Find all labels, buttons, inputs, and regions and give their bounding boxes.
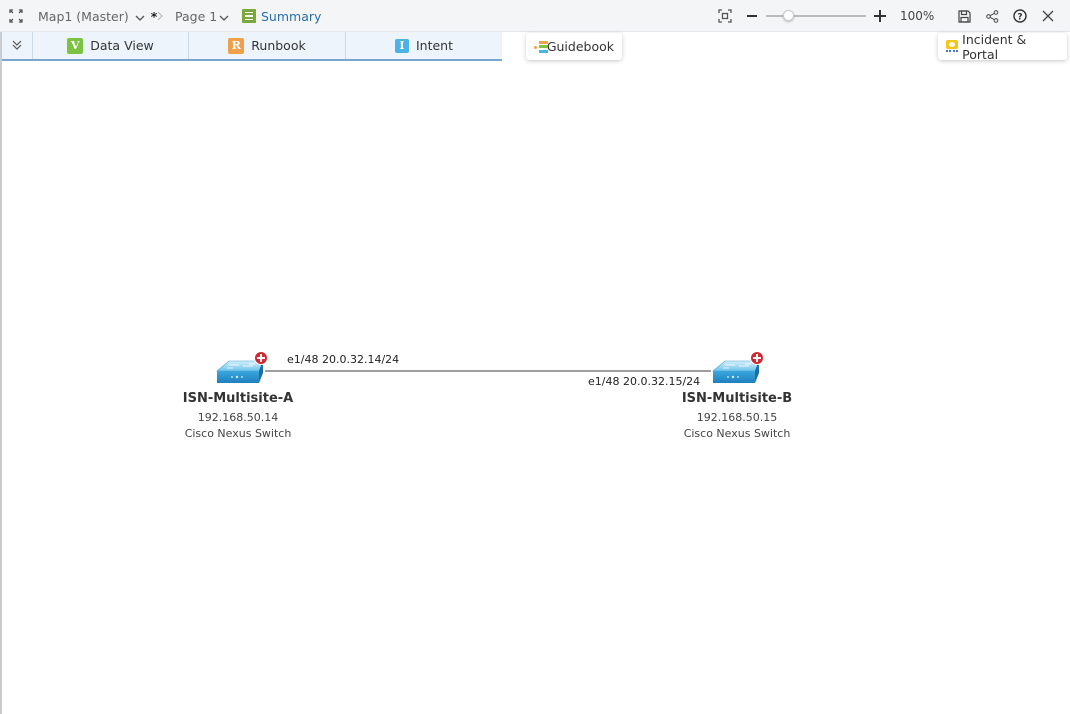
node-b-ip: 192.168.50.15 <box>696 411 778 424</box>
modified-marker: * <box>150 8 158 24</box>
guidebook-icon <box>534 40 548 53</box>
page-selector[interactable]: Page 1 <box>175 0 229 32</box>
guidebook-button[interactable]: Guidebook <box>526 33 622 60</box>
save-icon[interactable] <box>956 8 972 24</box>
chevron-down-icon <box>135 9 145 24</box>
map-title: Map1 (Master) <box>38 8 129 24</box>
node-a-type: Cisco Nexus Switch <box>184 427 292 440</box>
node-a-label: ISN-Multisite-A 192.168.50.14 Cisco Nexu… <box>181 391 295 440</box>
tab-intent[interactable]: I Intent <box>346 32 502 59</box>
data-view-icon: V <box>67 37 84 54</box>
link-label-a[interactable]: e1/48 20.0.32.14/24 <box>287 353 400 366</box>
guidebook-label: Guidebook <box>546 39 614 54</box>
zoom-slider[interactable] <box>766 10 866 21</box>
switch-node-b[interactable] <box>711 351 767 385</box>
top-toolbar: Map1 (Master) * Page 1 Summary 100% <box>0 0 1070 32</box>
breadcrumb-separator-icon <box>157 0 163 32</box>
node-a-name[interactable]: ISN-Multisite-A <box>182 391 294 406</box>
fullscreen-icon[interactable] <box>9 0 23 32</box>
fit-view-icon[interactable] <box>717 8 733 24</box>
incident-portal-icon <box>946 40 958 53</box>
nexus-switch-icon <box>712 351 764 383</box>
svg-text:?: ? <box>1017 13 1022 23</box>
nexus-switch-icon <box>216 351 268 383</box>
node-b-type: Cisco Nexus Switch <box>683 427 791 440</box>
map-selector[interactable]: Map1 (Master) * <box>38 0 157 32</box>
incident-portal-button[interactable]: Incident & Portal <box>938 31 1067 62</box>
tab-runbook[interactable]: R Runbook <box>189 32 346 59</box>
node-b-label: ISN-Multisite-B 192.168.50.15 Cisco Nexu… <box>677 391 797 440</box>
zoom-slider-thumb[interactable] <box>783 10 794 21</box>
tabs-bar: V Data View R Runbook I Intent <box>2 32 502 61</box>
double-chevron-down-icon <box>12 38 22 53</box>
switch-node-a[interactable] <box>215 351 271 385</box>
node-a-ip: 192.168.50.14 <box>197 411 279 424</box>
summary-label: Summary <box>261 8 322 24</box>
zoom-in-icon[interactable] <box>872 8 888 24</box>
intent-icon: I <box>394 38 409 53</box>
chevron-down-icon <box>219 9 229 24</box>
help-icon[interactable]: ? <box>1012 8 1028 24</box>
page-label: Page 1 <box>175 8 218 24</box>
share-icon[interactable] <box>984 8 1000 24</box>
tab-label: Runbook <box>251 38 306 53</box>
zoom-out-icon[interactable] <box>744 8 760 24</box>
incident-portal-label: Incident & Portal <box>962 31 1027 62</box>
summary-icon <box>242 9 256 23</box>
zoom-level: 100% <box>900 9 935 23</box>
close-icon[interactable] <box>1040 8 1056 24</box>
collapse-tabs-button[interactable] <box>2 32 33 59</box>
link-label-b[interactable]: e1/48 20.0.32.15/24 <box>588 375 701 388</box>
tab-data-view[interactable]: V Data View <box>33 32 189 59</box>
summary-button[interactable]: Summary <box>242 0 321 32</box>
tab-label: Data View <box>90 38 154 53</box>
node-b-name[interactable]: ISN-Multisite-B <box>681 391 793 406</box>
map-canvas[interactable] <box>0 32 1070 714</box>
tab-label: Intent <box>415 38 454 53</box>
runbook-icon: R <box>228 37 245 54</box>
